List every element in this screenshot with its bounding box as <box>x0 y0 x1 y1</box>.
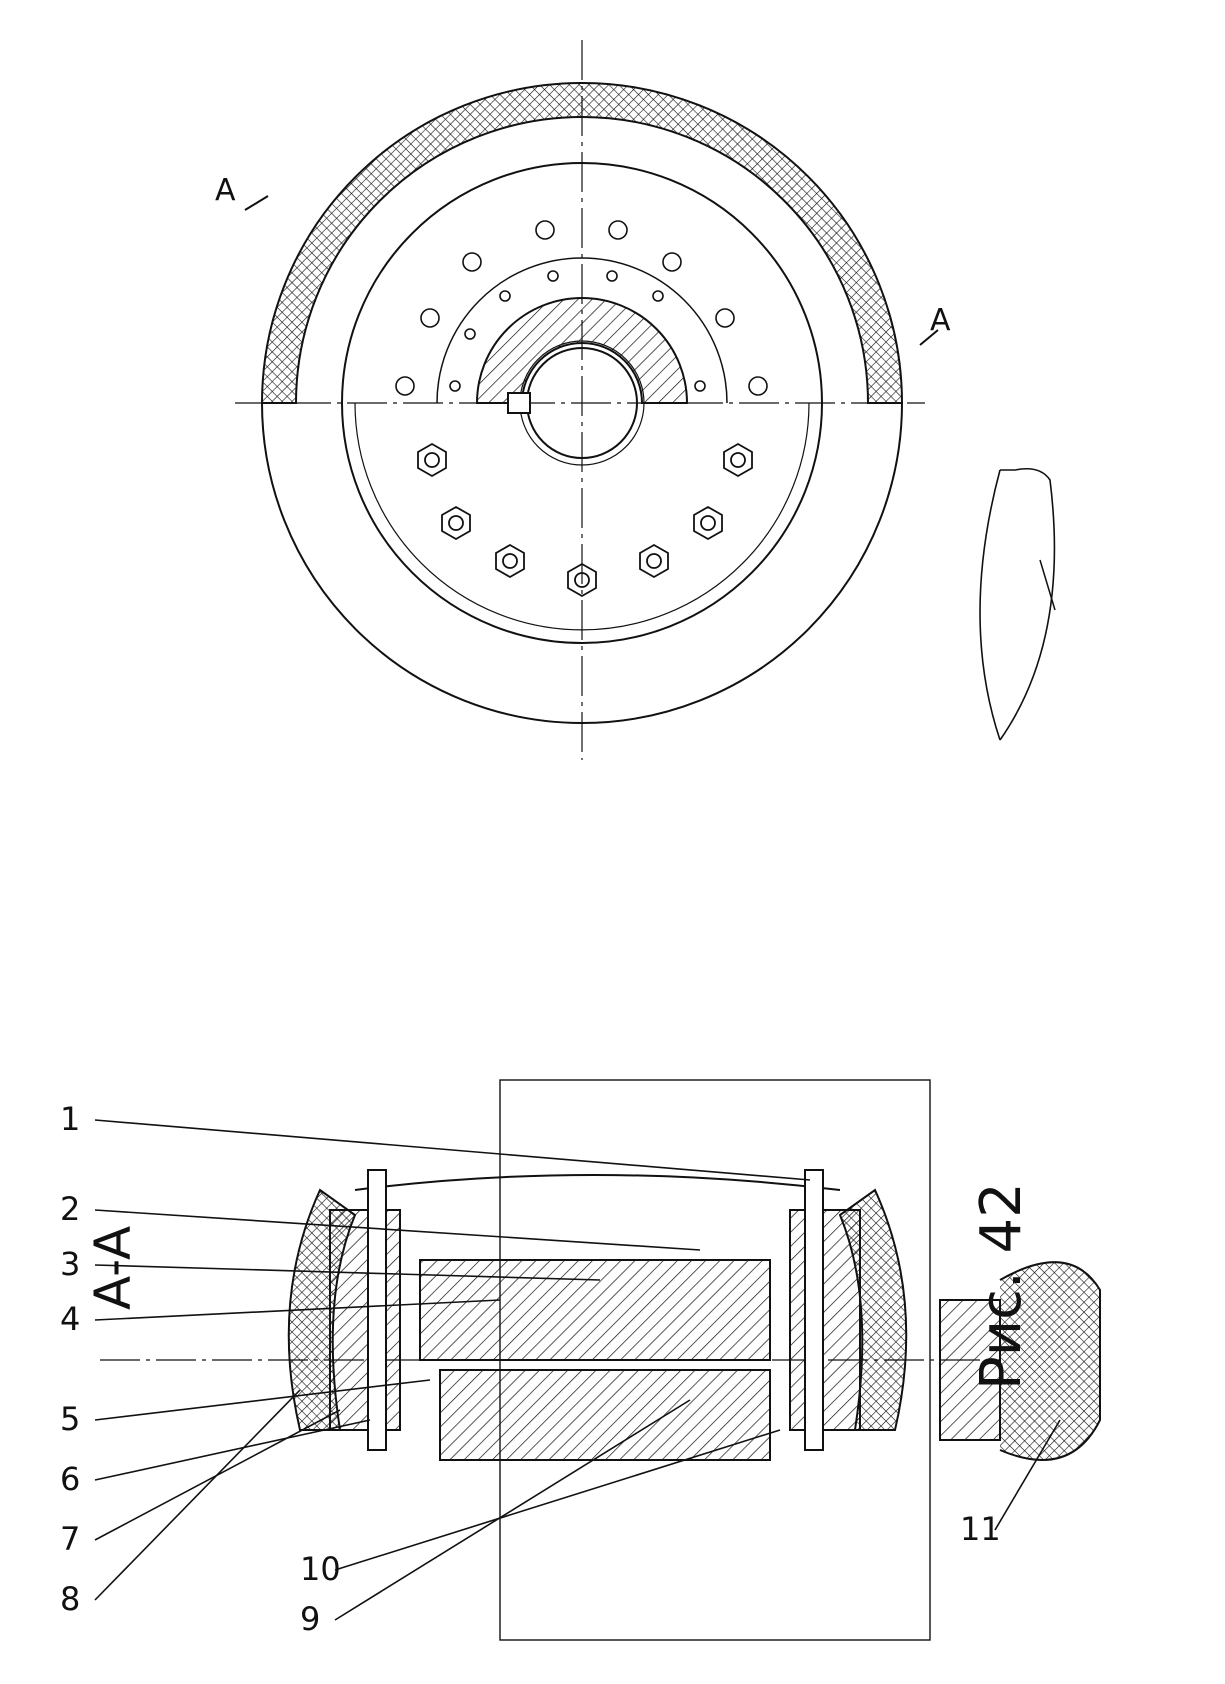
hub-upper <box>440 1370 770 1460</box>
section-title: A-A <box>84 1226 142 1310</box>
callout-1: 1 <box>60 1100 80 1138</box>
front-view <box>235 40 1055 760</box>
keyway <box>508 393 530 413</box>
callout-3: 3 <box>60 1245 80 1283</box>
bolt-left <box>368 1170 386 1450</box>
detail-view-outline <box>1000 469 1054 740</box>
section-view <box>100 1080 1100 1640</box>
hub-lower <box>420 1260 770 1360</box>
flange-right <box>790 1210 860 1430</box>
callout-6: 6 <box>60 1460 80 1498</box>
cut-line-top <box>245 196 268 210</box>
callout-11: 11 <box>960 1510 1001 1548</box>
tire-arch-top <box>355 1175 840 1190</box>
figure-caption: Рис. 42 <box>969 1182 1034 1390</box>
callout-8: 8 <box>60 1580 80 1618</box>
flange-left <box>330 1210 400 1430</box>
callout-7: 7 <box>60 1520 80 1558</box>
callout-10: 10 <box>300 1550 341 1588</box>
lower-bolts <box>418 444 752 596</box>
cut-marker-bottom: A <box>930 303 951 338</box>
callout-5: 5 <box>60 1400 80 1438</box>
callout-9: 9 <box>300 1600 320 1638</box>
detail-view-edge <box>980 470 1000 740</box>
callout-4: 4 <box>60 1300 80 1338</box>
cut-marker-top: A <box>215 173 236 208</box>
bolt-right <box>805 1170 823 1450</box>
callout-2: 2 <box>60 1190 80 1228</box>
